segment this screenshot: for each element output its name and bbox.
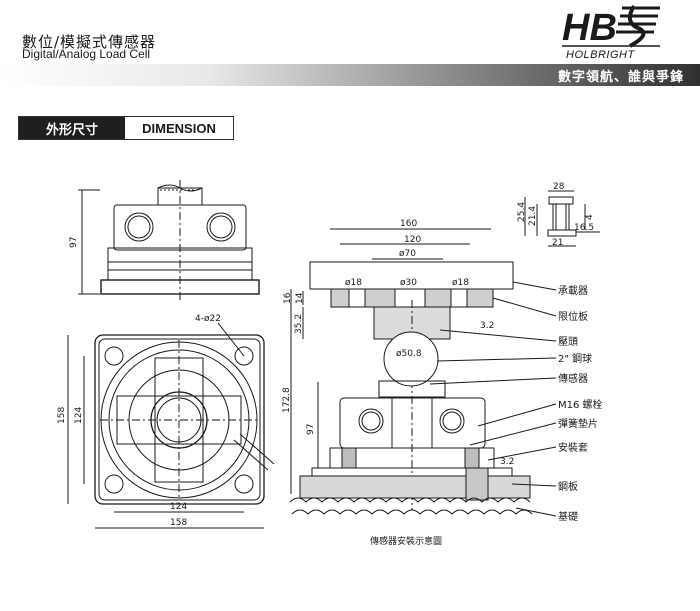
asm-18-left: ø18 [345,278,362,288]
asm-172-8: 172.8 [282,387,292,413]
asm-3-2-a: 3.2 [480,321,494,331]
assembly-view: 160 120 ø70 ø18 ø30 ø18 ø50.8 16 [282,219,557,547]
holbright-logo: HB [562,4,660,49]
top-dim-158h: 158 [170,518,187,528]
asm-3-2-b: 3.2 [500,457,514,467]
asm-35-2: 35.2 [294,314,304,334]
callout-1: 限位板 [558,310,588,323]
asm-160: 160 [400,219,417,229]
detail-25-4: 25.4 [517,202,527,222]
callout-6: 彈簧墊片 [558,417,598,430]
callout-9: 基礎 [558,510,578,523]
callout-4: 傳感器 [558,372,588,385]
logo-mark: HB [562,7,617,49]
asm-70: ø70 [399,249,416,259]
front-dim-97: 97 [69,237,79,248]
callout-8: 鋼板 [558,480,578,493]
assembly-caption: 傳感器安裝示意圖 [370,535,442,547]
detail-16-5: 16.5 [574,223,594,233]
callout-labels: 承載器 限位板 壓頭 2" 鋼球 傳感器 M16 螺栓 彈簧墊片 安裝套 鋼板 … [558,285,603,523]
asm-30: ø30 [400,278,417,288]
callout-5: M16 螺栓 [558,398,603,411]
brand-name: HOLBRIGHT [566,49,635,61]
detail-28: 28 [553,182,565,192]
callout-0: 承載器 [558,285,588,297]
header-title-en: Digital/Analog Load Cell [22,47,151,61]
detail-21-4: 21.4 [528,206,538,226]
top-dim-124h: 124 [170,502,187,512]
top-hole-label: 4-ø22 [195,314,221,324]
detail-21: 21 [552,238,563,248]
callout-7: 安裝套 [558,441,588,454]
header-bar: 數字領航、誰與爭鋒 [0,64,700,86]
dimension-tab: 外形尺寸 DIMENSION [18,116,234,140]
top-dim-124v: 124 [74,407,84,424]
asm-97: 97 [306,424,316,435]
asm-50-8: ø50.8 [396,349,422,359]
front-view: 97 [69,180,260,300]
asm-16: 16 [283,292,293,304]
slogan: 數字領航、誰與爭鋒 [557,70,684,85]
tab-label-cn: 外形尺寸 [19,117,125,139]
top-view: 4-ø22 158 124 124 158 [57,314,275,529]
detail-view: 28 25.4 21.4 4 16.5 21 [517,182,600,248]
header-title-cn: 數位/模擬式傳感器 [22,33,157,51]
tab-label-en: DIMENSION [142,120,216,136]
top-dim-158v: 158 [57,407,67,424]
asm-120: 120 [404,235,421,245]
asm-18-right: ø18 [452,278,469,288]
callout-3: 2" 鋼球 [558,352,592,365]
asm-14: 14 [295,292,305,304]
detail-4: 4 [585,214,595,220]
callout-2: 壓頭 [558,336,578,348]
